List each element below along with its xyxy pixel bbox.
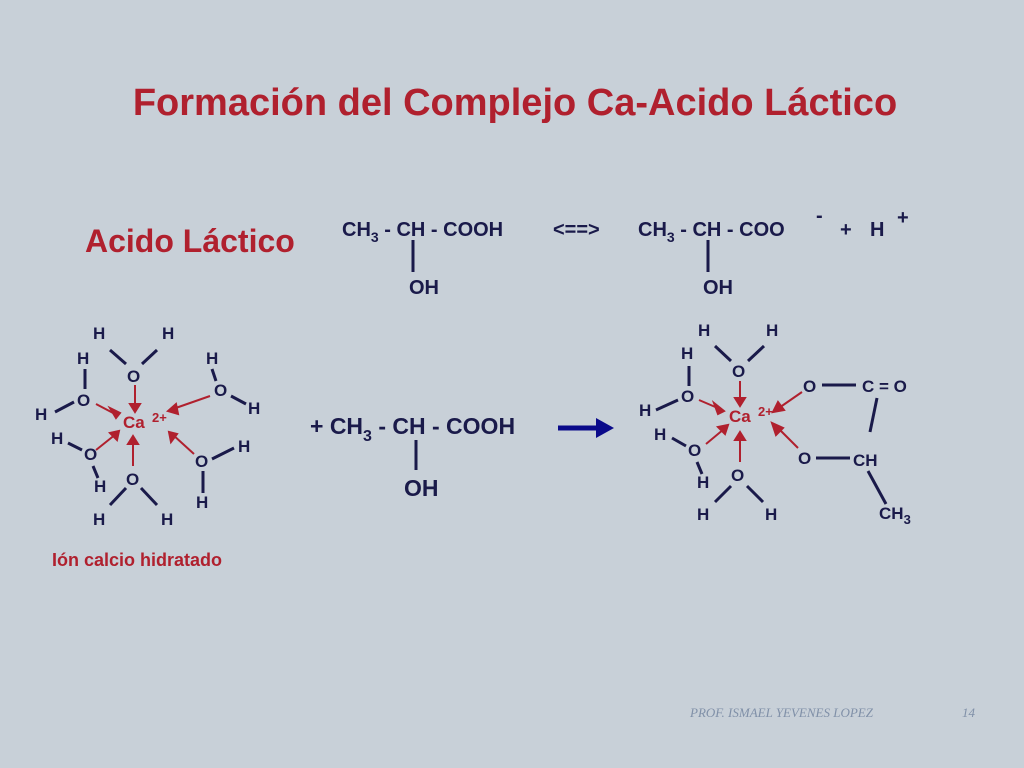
atom-h: H [161,510,173,529]
coordination-arrows [95,385,211,466]
footer-author: PROF. ISMAEL YEVENES LOPEZ [689,705,874,720]
atom-o: O [214,381,227,400]
atom-o: O [731,466,744,485]
atom-o: O [84,445,97,464]
eq-right-formula: CH3 - CH - COO [638,219,785,245]
proton-h: H [870,219,884,241]
complex-calcium-label: Ca [729,407,751,426]
atom-h: H [93,324,105,343]
atom-h: H [248,399,260,418]
atom-h: H [766,321,778,340]
atom-h: H [654,425,666,444]
ch-group: CH [853,451,878,470]
calcium-label: Ca [123,413,145,432]
atom-o: O [732,362,745,381]
hydrated-calcium-ion: H H O H O H H O H H O H H O H O H H Ca 2… [35,324,260,570]
atom-h: H [697,505,709,524]
reactant-oh: OH [404,475,439,501]
complex-coordination-arrows [698,381,803,462]
atom-o: O [803,377,816,396]
equilibrium-equation: CH3 - CH - COOH <==> CH3 - CH - COO - + … [342,205,909,299]
atom-o: O [126,470,139,489]
atom-h: H [94,477,106,496]
charge-plus: + [897,207,909,229]
atom-o: O [77,391,90,410]
calcium-charge: 2+ [152,410,167,425]
atom-o: O [681,387,694,406]
eq-left-formula: CH3 - CH - COOH [342,219,503,245]
complex-calcium-charge: 2+ [758,404,773,419]
complex-bonds [655,344,888,505]
atom-h: H [93,510,105,529]
atom-h: H [639,401,651,420]
plus-sign: + [840,219,852,241]
oh-left: OH [409,277,439,299]
subtitle: Acido Láctico [85,223,295,259]
atom-h: H [51,429,63,448]
atom-h: H [681,344,693,363]
atom-h: H [35,405,47,424]
atom-h: H [698,321,710,340]
carbonyl-group: C = O [862,377,907,396]
page-title: Formación del Complejo Ca-Acido Láctico [133,82,897,124]
water-bonds [54,348,247,507]
atom-h: H [206,349,218,368]
atom-h: H [196,493,208,512]
atom-h: H [765,505,777,524]
atom-o: O [127,367,140,386]
reaction-arrow [558,418,614,438]
footer-page-number: 14 [962,705,976,720]
hydrated-ion-caption: Ión calcio hidratado [52,550,222,570]
atom-o: O [798,449,811,468]
reactant-formula: + CH3 - CH - COOH [310,413,515,445]
atom-h: H [238,437,250,456]
oh-right: OH [703,277,733,299]
atom-o: O [688,441,701,460]
atom-h: H [697,473,709,492]
reactant-lactic-acid: + CH3 - CH - COOH OH [310,413,515,501]
atom-h: H [162,324,174,343]
atom-h: H [77,349,89,368]
charge-minus: - [816,205,823,227]
ch3-group: CH3 [879,504,911,527]
calcium-lactate-complex: H H O H O H H O H O H H O C = O O CH CH3… [639,321,911,527]
atom-o: O [195,452,208,471]
equilibrium-arrow: <==> [553,219,600,241]
